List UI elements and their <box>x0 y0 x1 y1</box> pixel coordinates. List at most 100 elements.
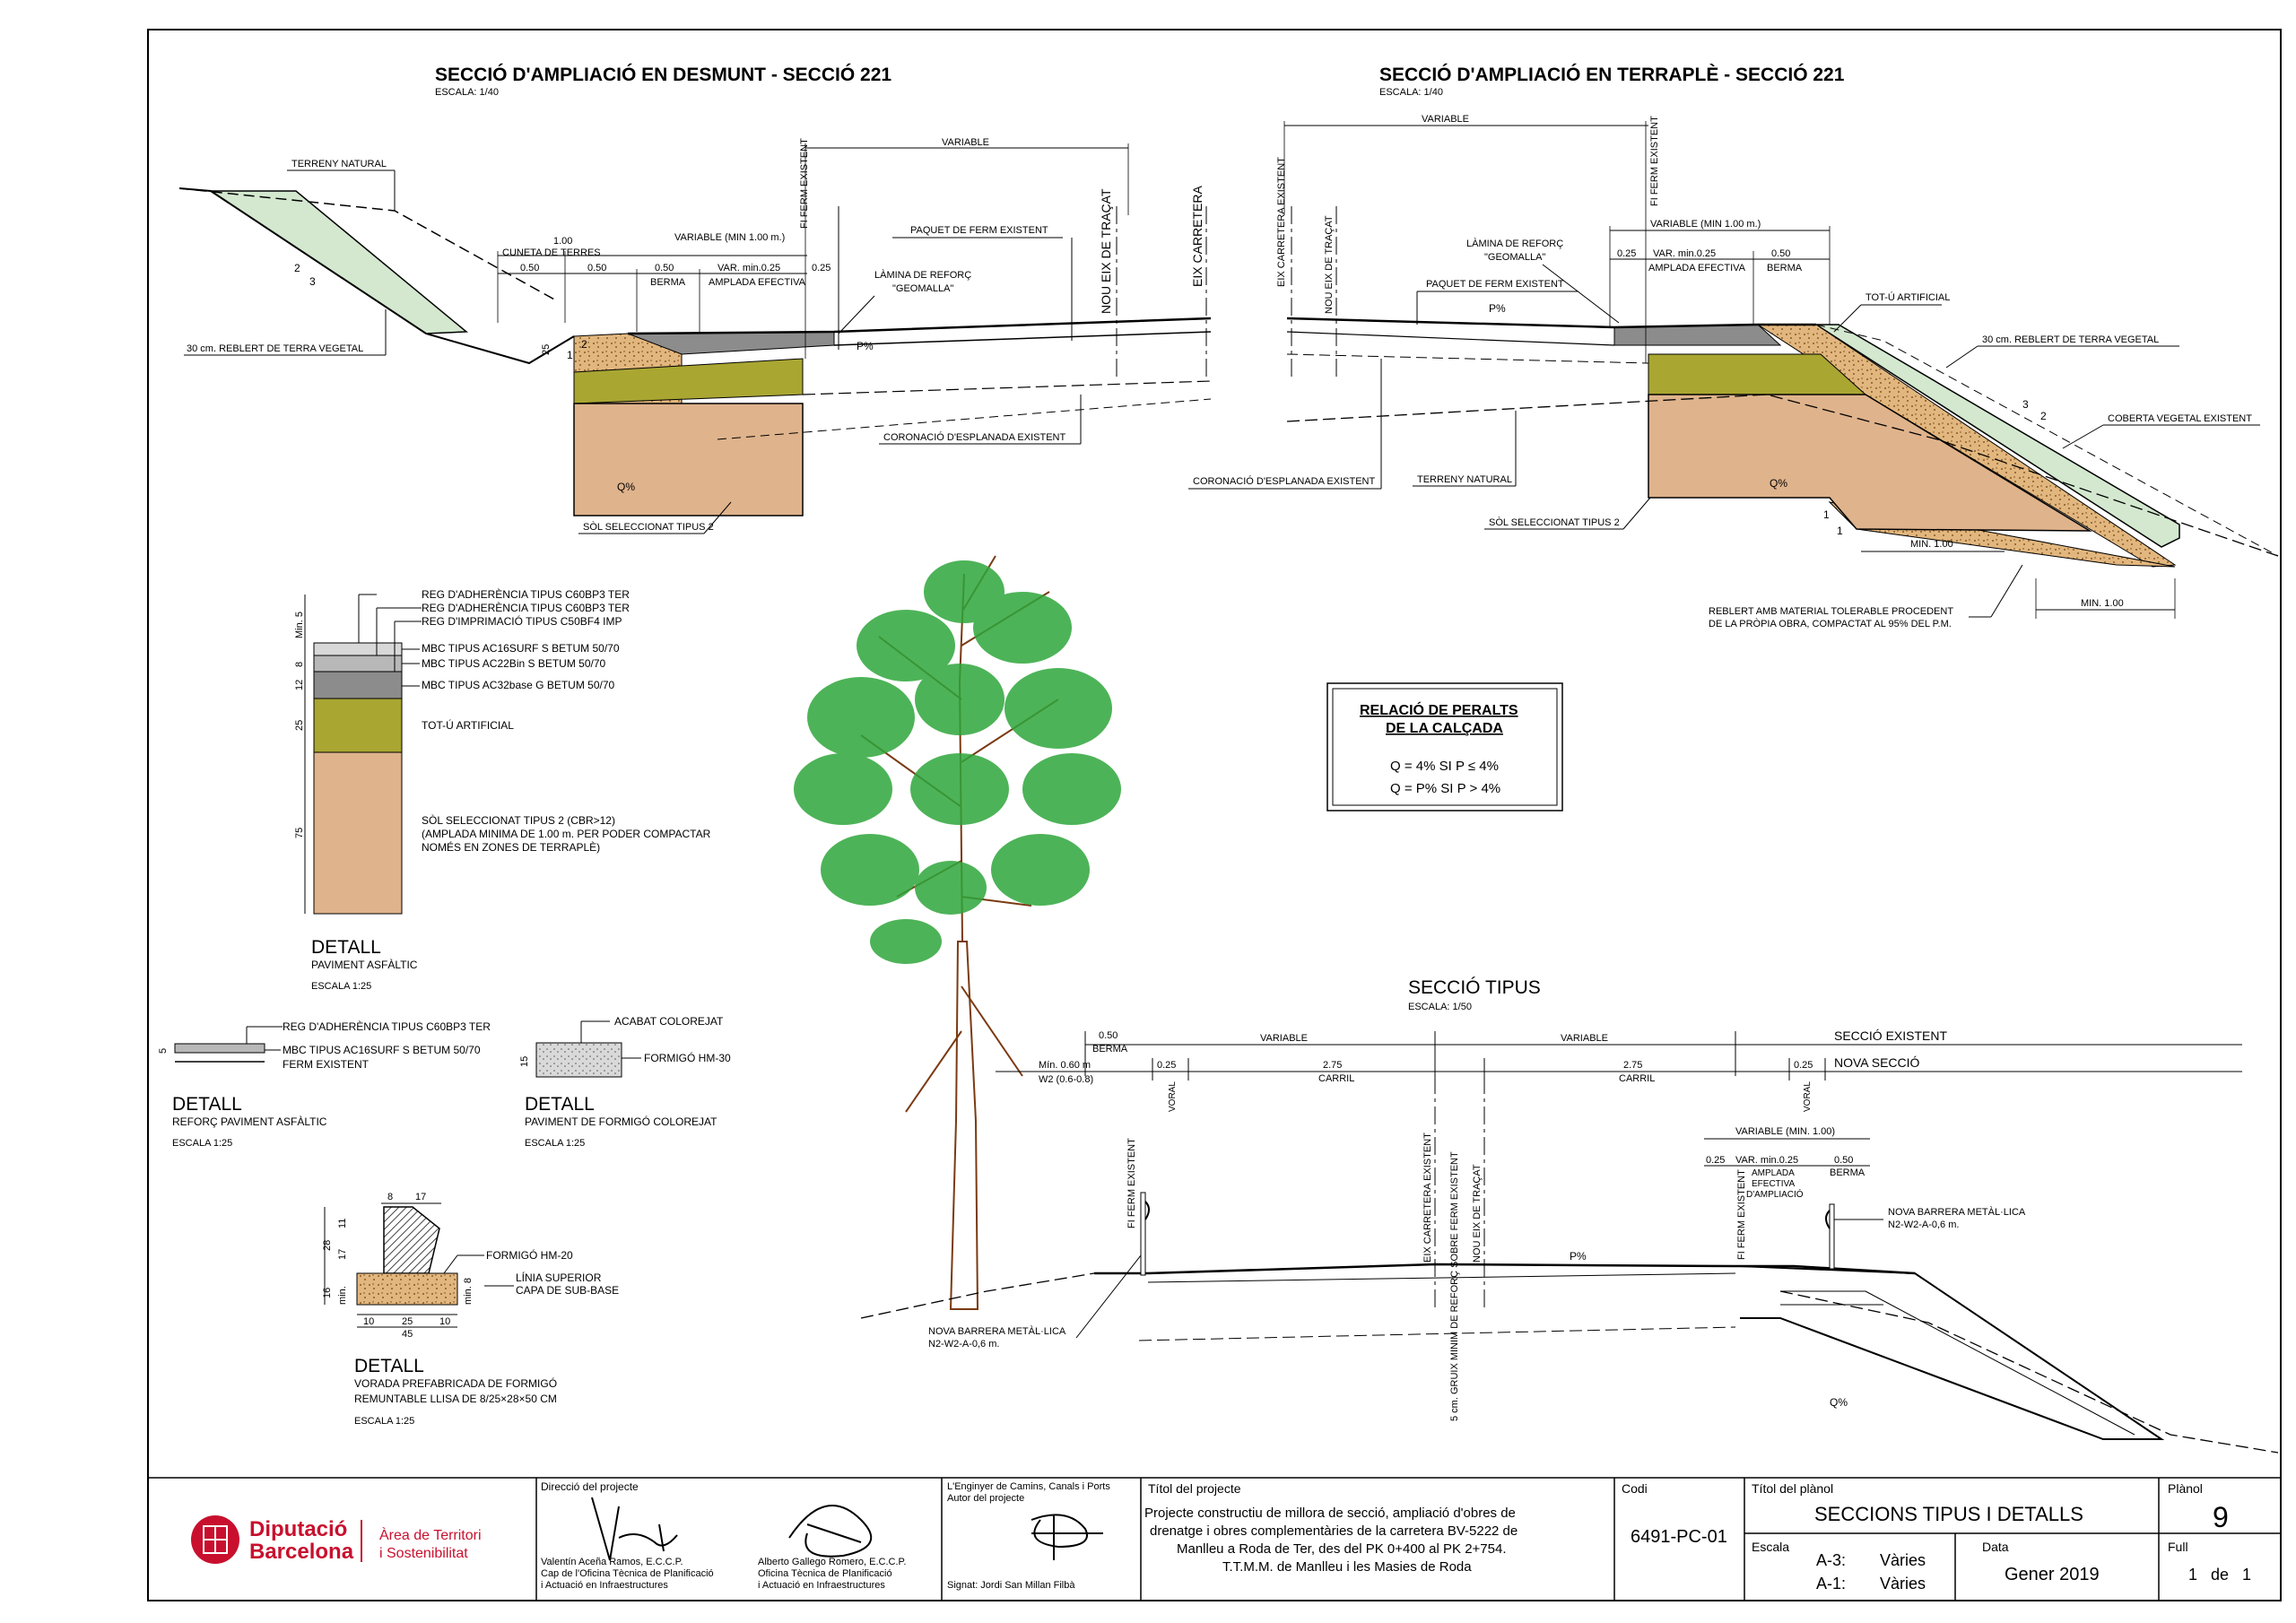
terraple-slope-1a: 1 <box>1823 508 1830 521</box>
vorada-subtitle1: VORADA PREFABRICADA DE FORMIGÓ <box>354 1376 557 1390</box>
desmunt-dim-050c: 0.50 <box>655 263 674 273</box>
sig1-l3: i Actuació en Infraestructures <box>541 1580 668 1591</box>
desmunt-sol-label: SÒL SELECCIONAT TIPUS 2 <box>583 521 714 533</box>
desmunt-title: SECCIÓ D'AMPLIACIÓ EN DESMUNT - SECCIÓ 2… <box>435 64 891 85</box>
barrier-left <box>1140 1192 1146 1276</box>
desmunt-vegetal-fill <box>208 190 468 334</box>
terraple-var-min: VAR. min.0.25 <box>1653 248 1716 259</box>
vorada-dim-b25: 25 <box>402 1316 413 1327</box>
desmunt-variable-label: VARIABLE <box>942 137 989 148</box>
tipus-amplada3: D'AMPLIACIÓ <box>1746 1188 1804 1200</box>
terraple-tot-u: TOT-Ú ARTIFICIAL <box>1866 291 1950 303</box>
terraple-leader <box>2062 424 2104 449</box>
desmunt-cuneta: CUNETA DE TERRES <box>502 247 601 258</box>
tipus-barrera-r2: N2-W2-A-0,6 m. <box>1888 1219 1959 1230</box>
tree-trunk <box>949 941 979 1310</box>
codi-label: Codi <box>1622 1481 1648 1496</box>
reforc-reg: REG D'ADHERÈNCIA TIPUS C60BP3 TER <box>283 1020 491 1033</box>
terraple-paquet: PAQUET DE FERM EXISTENT <box>1426 279 1564 290</box>
logo-line1: Diputació <box>249 1517 347 1541</box>
tipus-variable1: VARIABLE <box>1260 1033 1308 1044</box>
terraple-terreny-line <box>1286 394 2279 557</box>
paviment-reg3: REG D'IMPRIMACIÓ TIPUS C50BF4 IMP <box>422 614 622 628</box>
terraple-sol: SÒL SELECCIONAT TIPUS 2 <box>1489 516 1620 528</box>
desmunt-berma: BERMA <box>650 277 686 288</box>
formigo-dim: 15 <box>519 1056 530 1067</box>
signature-1 <box>591 1497 678 1561</box>
tipus-eix: EIX CARRETERA EXISTENT <box>1422 1133 1433 1263</box>
terraple-lamina: LÀMINA DE REFORÇ <box>1466 238 1563 249</box>
data-label: Data <box>1982 1540 2009 1554</box>
tipus-ground-left <box>860 1272 1095 1319</box>
vorada-dim-16: 16 <box>322 1288 333 1298</box>
tipus-leader <box>1075 1254 1142 1339</box>
terraple-slope-1b: 1 <box>1837 525 1843 537</box>
desmunt-slope-2b: 2 <box>581 338 587 351</box>
tipus-voral1: VORAL <box>1168 1081 1178 1112</box>
desmunt-coronacio-line <box>802 380 1212 395</box>
desmunt-slope-1: 1 <box>567 349 573 361</box>
codi-block: Codi 6491-PC-01 <box>1622 1481 1727 1547</box>
paviment-reg1: REG D'ADHERÈNCIA TIPUS C60BP3 TER <box>422 587 630 601</box>
terraple-slope-3: 3 <box>2022 398 2029 411</box>
peralts-frame <box>1326 682 1563 812</box>
desmunt-slope-3: 3 <box>309 275 316 288</box>
tree-foliage <box>794 560 1121 964</box>
terraple-fi-ferm: FI FERM EXISTENT <box>1649 116 1660 206</box>
signature-3 <box>1031 1514 1103 1560</box>
tipus-w2: W2 (0.6-0.8) <box>1039 1074 1093 1085</box>
titol4: T.T.M.M. de Manlleu i les Masies de Roda <box>1222 1559 1472 1575</box>
enginyer-block: L'Enginyer de Camins, Canals i Ports Aut… <box>947 1481 1110 1591</box>
tipus-barrera-l2: N2-W2-A-0,6 m. <box>928 1339 999 1350</box>
vorada-dim-11: 11 <box>337 1219 348 1228</box>
peralts-box: RELACIÓ DE PERALTS DE LA CALÇADA Q = 4% … <box>1326 682 1563 812</box>
planol-label: Plànol <box>2168 1481 2203 1496</box>
tipus-dim-025a: 0.25 <box>1157 1060 1176 1071</box>
formigo-subtitle: PAVIMENT DE FORMIGÓ COLOREJAT <box>525 1115 718 1128</box>
desmunt-q0: Q% <box>617 481 635 493</box>
sig2-name: Alberto Gallego Romero, E.C.C.P. <box>758 1557 906 1567</box>
terraple-berma: BERMA <box>1767 263 1803 273</box>
formigo-acabat: ACABAT COLOREJAT <box>614 1015 724 1028</box>
terraple-dim-025: 0.25 <box>1617 248 1636 259</box>
titol-block: Títol del projecte Projecte constructiu … <box>1144 1481 1518 1575</box>
full-value: 1 <box>2188 1566 2197 1584</box>
tipus-nova-seccio: NOVA SECCIÓ <box>1834 1055 1920 1070</box>
reforc-dim: 5 <box>158 1048 169 1054</box>
full-de: de <box>2211 1566 2229 1584</box>
vorada-shape <box>383 1206 440 1274</box>
peralts-row2: Q = P% SI P > 4% <box>1390 781 1500 796</box>
terraple-min-100b: MIN. 1.00 <box>2081 598 2124 609</box>
terraple-reblert-mat1: REBLERT AMB MATERIAL TOLERABLE PROCEDENT <box>1709 606 1953 617</box>
vorada-linia1: LÍNIA SUPERIOR <box>516 1271 602 1284</box>
vorada-dim-b10a: 10 <box>363 1316 374 1327</box>
desmunt-eix-carretera: EIX CARRETERA <box>1190 186 1205 287</box>
tipus-fi-ferm1: FI FERM EXISTENT <box>1126 1138 1137 1228</box>
tipus-berma: BERMA <box>1092 1044 1128 1055</box>
desmunt-slope-2: 2 <box>294 262 300 274</box>
tipus-amplada2: EFECTIVA <box>1752 1179 1795 1189</box>
paviment-dim-75: 75 <box>294 828 305 838</box>
sig1-name: Valentín Aceña Ramos, E.C.C.P. <box>541 1557 683 1567</box>
reforc-ferm: FERM EXISTENT <box>283 1058 370 1071</box>
vorada-dim-17: 17 <box>337 1249 348 1260</box>
tipus-embankment <box>1739 1265 2165 1440</box>
titol2: drenatge i obres complementàries de la c… <box>1150 1523 1518 1539</box>
sig2-l3: i Actuació en Infraestructures <box>758 1580 885 1591</box>
desmunt-coronacio-label: CORONACIÓ D'ESPLANADA EXISTENT <box>883 431 1065 443</box>
terraple-slope-2: 2 <box>2040 410 2047 422</box>
logo-area2: i Sostenibilitat <box>379 1546 468 1561</box>
reforc-title: DETALL <box>172 1094 242 1115</box>
vorada-base <box>356 1272 458 1306</box>
escala-a1v: Vàries <box>1880 1575 1926 1593</box>
tipus-carril1: CARRIL <box>1318 1073 1354 1084</box>
desmunt-geomalla-label: "GEOMALLA" <box>892 283 953 294</box>
paviment-mbc2: MBC TIPUS AC22Bin S BETUM 50/70 <box>422 657 606 670</box>
tipus-variable2: VARIABLE <box>1561 1033 1608 1044</box>
desmunt-paquet-label: PAQUET DE FERM EXISTENT <box>910 225 1048 236</box>
desmunt-reblert-label: 30 cm. REBLERT DE TERRA VEGETAL <box>187 343 363 354</box>
paviment-dim-25: 25 <box>294 720 305 731</box>
desmunt-dim-100: 1.00 <box>553 236 572 247</box>
paviment-title: DETALL <box>311 937 381 958</box>
direccio-label: Direcció del projecte <box>541 1480 639 1493</box>
